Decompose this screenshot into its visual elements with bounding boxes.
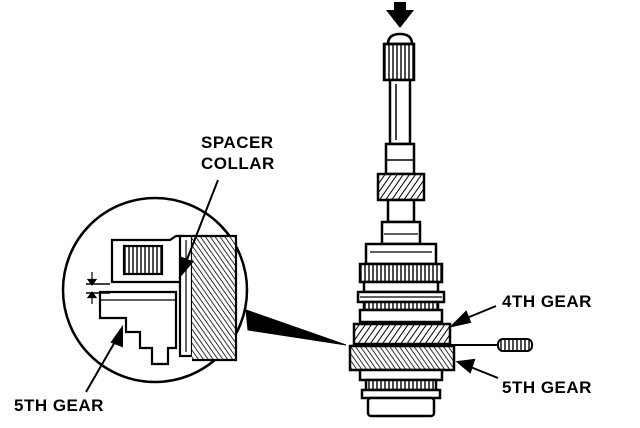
gear-5th-right-label: 5TH GEAR xyxy=(502,378,592,397)
gear-5th-left-label: 5TH GEAR xyxy=(14,396,104,415)
feeler-gauge xyxy=(356,338,533,352)
spacer-collar-label-line2: COLLAR xyxy=(201,154,275,173)
leader-lines xyxy=(85,179,499,393)
mainshaft-assembly xyxy=(348,32,456,418)
detail-callout xyxy=(61,196,347,384)
spacer-collar-label-line1: SPACER xyxy=(201,133,274,152)
gear-4th-label: 4TH GEAR xyxy=(502,292,592,311)
press-arrow-icon xyxy=(386,2,414,28)
